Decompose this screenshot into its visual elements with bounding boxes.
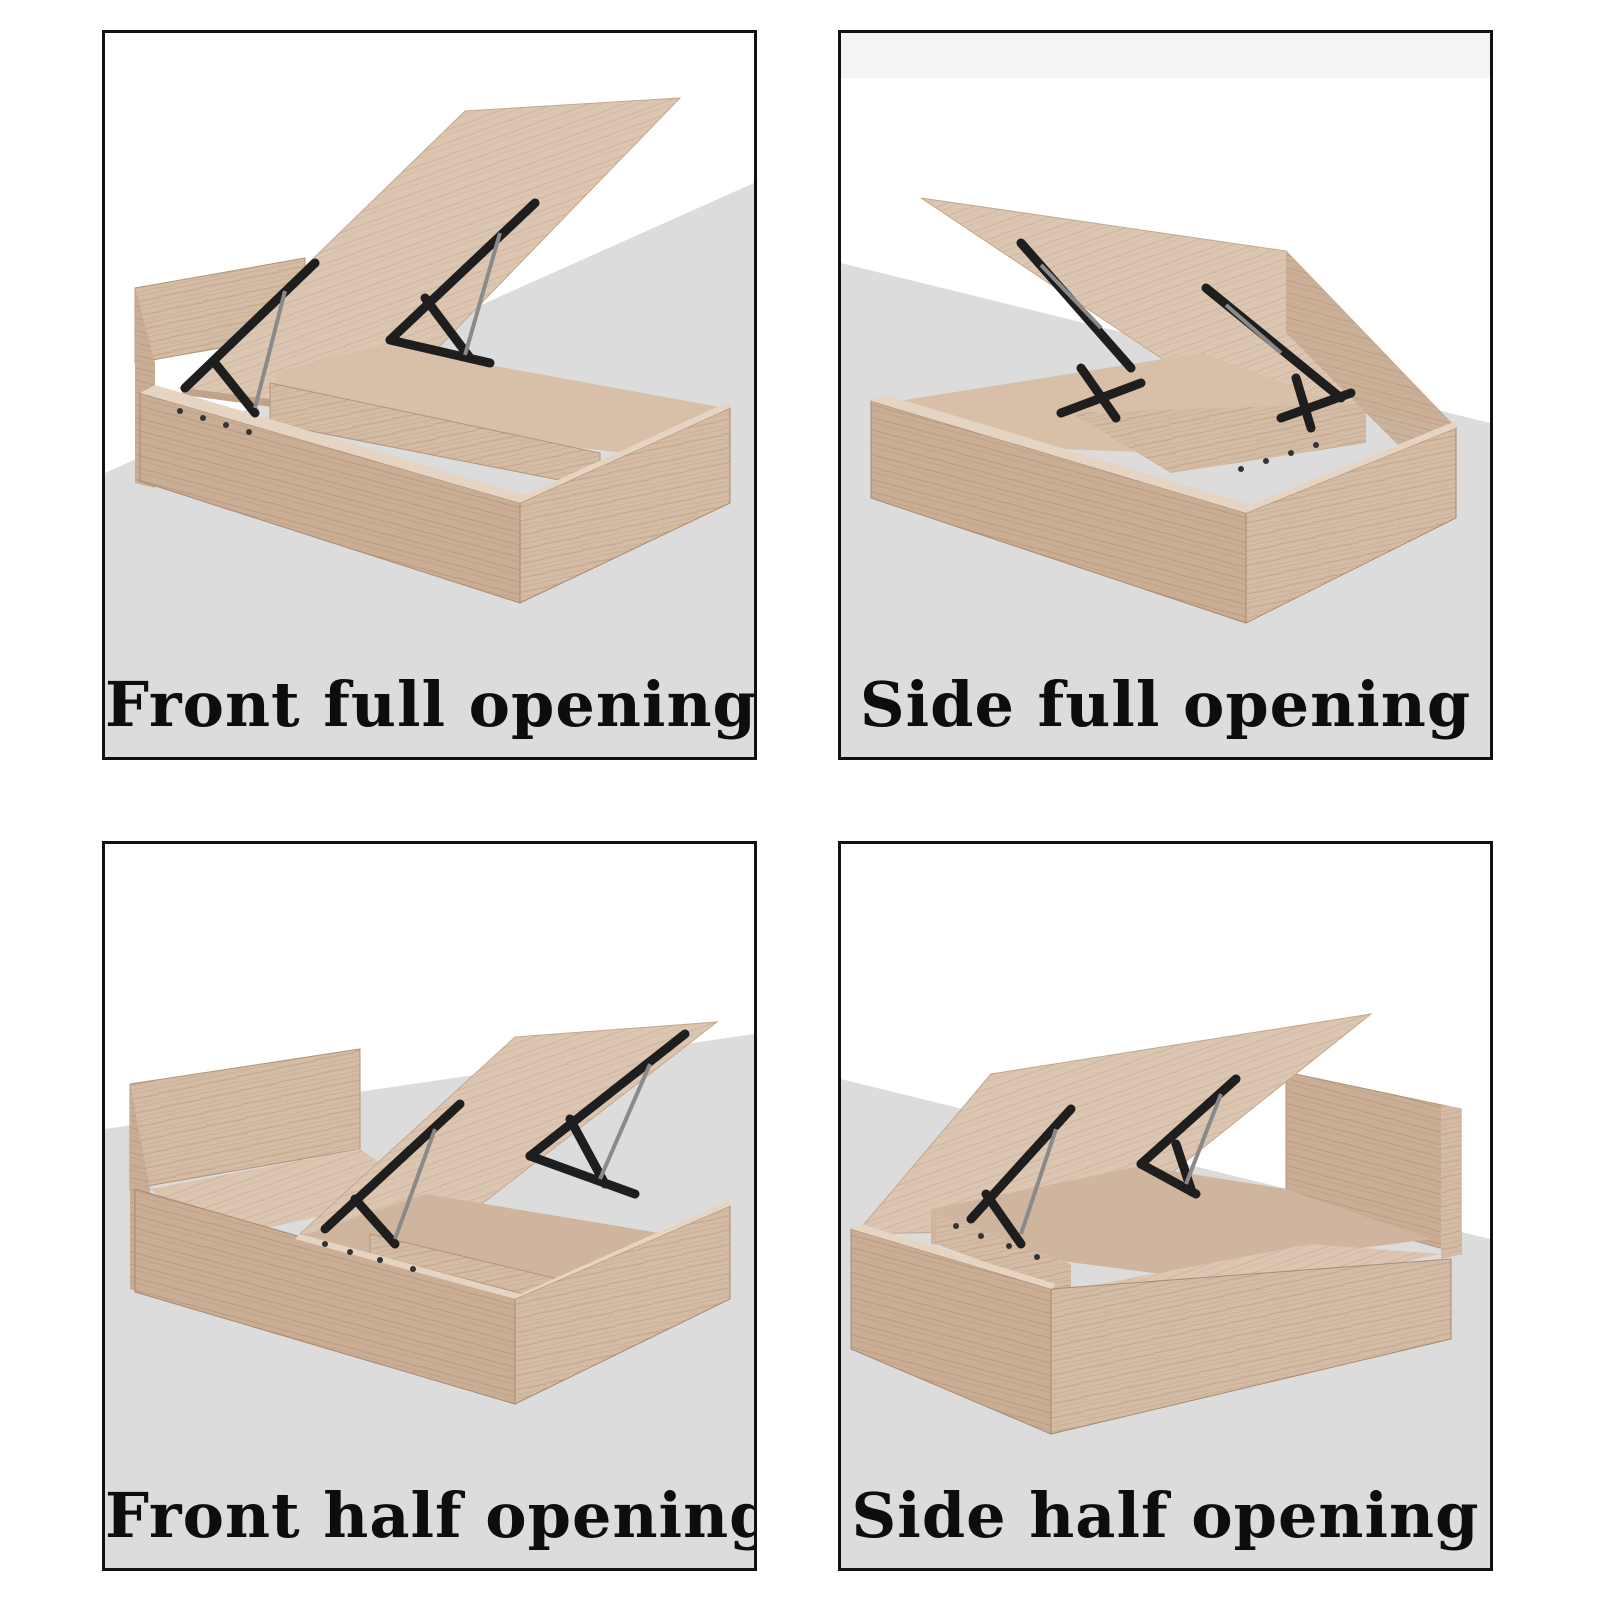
panel-side-half-opening: Side half opening [838, 841, 1493, 1571]
panel-front-half-opening: Front half opening [102, 841, 757, 1571]
bed-front-full-opening-illustration [105, 97, 754, 757]
bed-front-half-opening-illustration [105, 1021, 754, 1568]
panel-side-full-opening: Side full opening [838, 30, 1493, 760]
panel-caption: Front half opening [105, 1479, 757, 1552]
panel-caption: Front full opening [105, 668, 757, 741]
bed-side-full-opening-illustration [841, 33, 1490, 757]
bed-side-half-opening-illustration [841, 1013, 1490, 1568]
panel-caption: Side full opening [859, 668, 1472, 741]
panel-caption: Side half opening [851, 1479, 1480, 1552]
panel-front-full-opening: Front full opening [102, 30, 757, 760]
